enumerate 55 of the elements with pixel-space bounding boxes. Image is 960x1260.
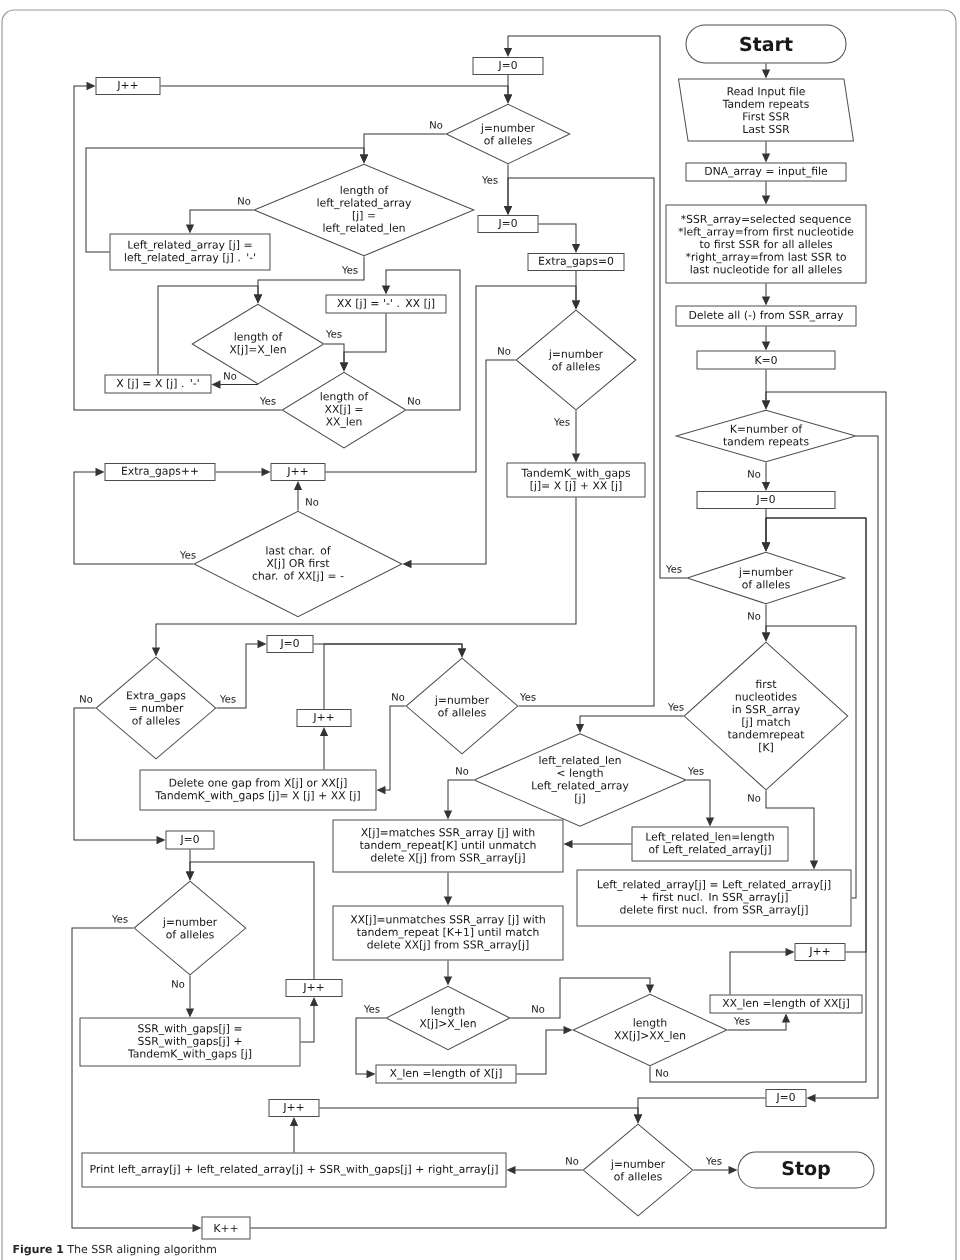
arrow: [693, 1166, 737, 1174]
arrow: [157, 285, 262, 375]
arrow: [340, 313, 387, 371]
arrow: [85, 147, 368, 253]
arrow: [762, 141, 770, 162]
arrow: [290, 1117, 298, 1153]
arrow: [152, 497, 577, 656]
arrow: [250, 391, 887, 1229]
arrow: [320, 727, 328, 770]
arrow: [215, 468, 270, 476]
arrow: [762, 326, 770, 350]
arrow: [807, 435, 879, 1102]
terminal: Stop: [737, 1151, 875, 1189]
arrow: [538, 223, 580, 253]
arrow: [444, 779, 474, 819]
arrow: [325, 285, 580, 473]
arrow: [186, 975, 194, 1017]
arrow: [71, 927, 201, 1232]
arrow: [73, 468, 194, 565]
arrow: [762, 462, 770, 491]
arrow: [762, 517, 867, 953]
arrow: [762, 181, 770, 204]
arrow: [564, 840, 632, 848]
arrow: [572, 410, 580, 462]
arrow: [212, 380, 259, 389]
arrow: [444, 960, 452, 985]
arrow: [504, 177, 655, 707]
arrow: [160, 85, 512, 103]
arrow: [510, 977, 654, 1019]
arrow: [377, 705, 406, 794]
arrow: [576, 715, 684, 733]
arrow: [762, 63, 770, 78]
arrow: [762, 625, 857, 899]
arrow: [507, 1166, 583, 1174]
arrow: [444, 872, 452, 905]
arrow: [319, 1107, 642, 1123]
arrow: [403, 359, 516, 568]
arrow: [382, 269, 461, 411]
arrow: [355, 1017, 386, 1078]
arrow: [300, 997, 318, 1043]
arrow: [686, 779, 714, 826]
terminal: Start: [685, 24, 847, 64]
arrow: [765, 790, 818, 869]
arrow: [727, 1014, 790, 1031]
arrow: [73, 707, 165, 844]
arrow: [323, 643, 466, 710]
arrow: [73, 82, 282, 411]
arrow: [516, 1026, 572, 1075]
arrow: [294, 481, 302, 511]
arrow: [762, 283, 770, 305]
arrow: [186, 861, 315, 980]
arrow: [186, 209, 254, 233]
arrow: [504, 35, 687, 579]
arrow: [216, 640, 266, 709]
arrow: [729, 948, 794, 995]
